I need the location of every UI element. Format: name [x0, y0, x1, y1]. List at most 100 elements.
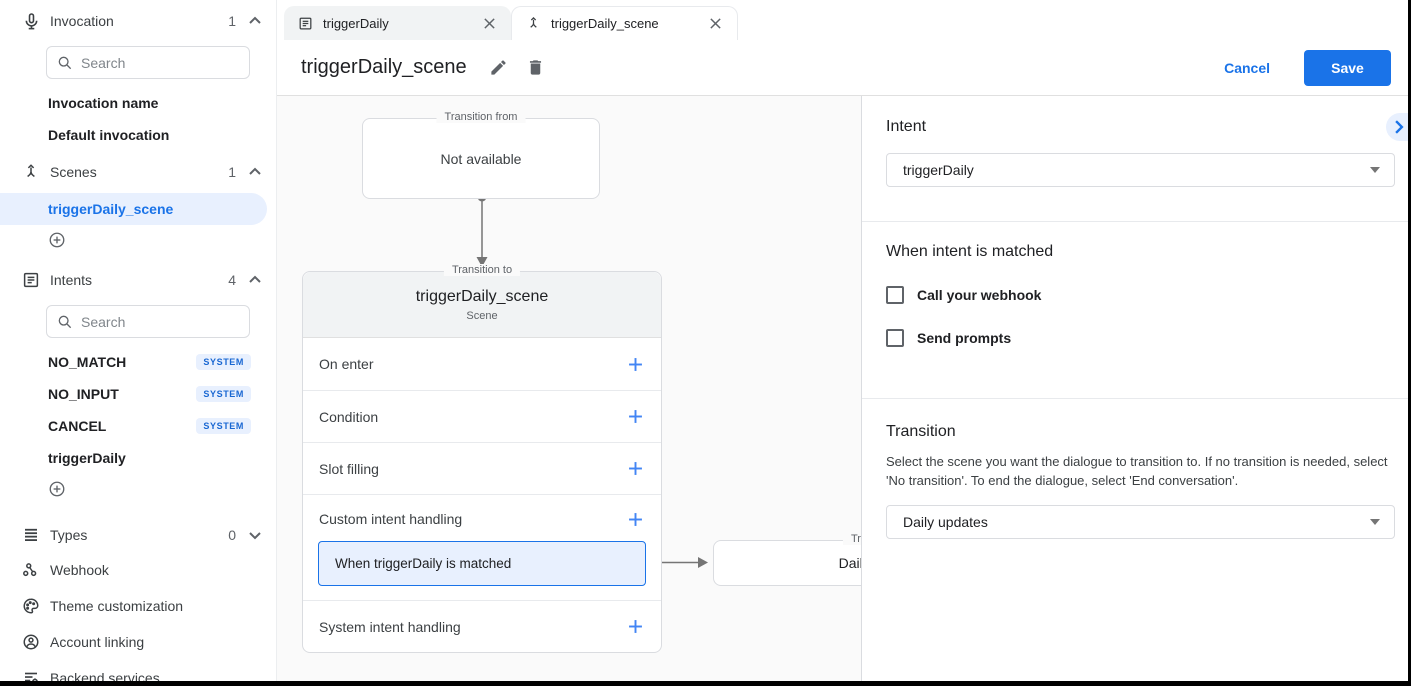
- search-input[interactable]: [81, 54, 239, 71]
- search-icon: [57, 314, 73, 330]
- sidebar-item-invocation-name[interactable]: Invocation name: [48, 95, 159, 111]
- add-circle-icon: [48, 231, 66, 249]
- call-webhook-checkbox-row[interactable]: Call your webhook: [886, 286, 1395, 304]
- tab-triggerdaily-scene[interactable]: triggerDaily_scene: [511, 6, 738, 40]
- scene-card-header[interactable]: triggerDaily_scene Scene: [303, 272, 661, 338]
- intent-handler-chip[interactable]: When triggerDaily is matched: [318, 541, 646, 586]
- close-icon[interactable]: [480, 14, 499, 33]
- scene-section-label: Custom intent handling: [319, 511, 463, 527]
- sidebar-section-intents[interactable]: Intents 4: [0, 265, 276, 295]
- sidebar-section-scenes[interactable]: Scenes 1: [0, 157, 276, 187]
- sidebar-item-intent-cancel[interactable]: CANCEL SYSTEM: [0, 410, 276, 442]
- chevron-up-icon[interactable]: [248, 274, 262, 286]
- workspace: Transition from Not available Transition…: [277, 96, 1411, 686]
- scene-section-system-intent-handling[interactable]: System intent handling: [303, 600, 661, 652]
- intent-icon: [298, 16, 313, 31]
- dropdown-caret-icon: [1370, 519, 1380, 525]
- scene-section-label: Condition: [319, 408, 379, 425]
- section-count: 4: [228, 272, 236, 288]
- scene-section-label: On enter: [319, 356, 374, 372]
- sidebar-item-default-invocation[interactable]: Default invocation: [48, 127, 170, 143]
- edit-pencil-icon[interactable]: [489, 58, 508, 77]
- close-icon[interactable]: [706, 14, 725, 33]
- scene-card[interactable]: Transition to triggerDaily_scene Scene O…: [302, 264, 662, 653]
- divider: [862, 221, 1411, 222]
- sidebar-item-intent-no-match[interactable]: NO_MATCH SYSTEM: [0, 346, 276, 378]
- transition-description: Select the scene you want the dialogue t…: [886, 454, 1388, 488]
- send-prompts-checkbox-row[interactable]: Send prompts: [886, 329, 1395, 347]
- checkbox-unchecked[interactable]: [886, 329, 904, 347]
- chevron-down-icon[interactable]: [248, 529, 262, 541]
- intent-label: NO_INPUT: [48, 386, 119, 402]
- add-condition-icon[interactable]: [628, 409, 643, 424]
- add-slot-filling-icon[interactable]: [628, 461, 643, 476]
- transition-to-legend: Transition to: [443, 264, 521, 276]
- checkbox-label: Send prompts: [917, 330, 1012, 346]
- transition-target-box[interactable]: Transition to Daily updates: [713, 533, 861, 586]
- when-matched-heading: When intent is matched: [886, 243, 1054, 260]
- sidebar-item-account-linking[interactable]: Account linking: [0, 624, 276, 660]
- sidebar-item-theme-customization[interactable]: Theme customization: [0, 588, 276, 624]
- section-count: 0: [228, 527, 236, 543]
- scene-flow-canvas[interactable]: Transition from Not available Transition…: [277, 96, 861, 686]
- add-system-intent-icon[interactable]: [628, 619, 643, 634]
- tab-triggerdaily[interactable]: triggerDaily: [284, 6, 511, 40]
- section-count: 1: [228, 164, 236, 180]
- add-scene-button[interactable]: [0, 225, 276, 255]
- transition-select[interactable]: Daily updates: [886, 505, 1395, 539]
- system-badge: SYSTEM: [196, 354, 251, 370]
- scene-section-condition[interactable]: Condition: [303, 390, 661, 442]
- add-intent-button[interactable]: [0, 474, 276, 504]
- intent-label: NO_MATCH: [48, 354, 127, 370]
- add-custom-intent-icon[interactable]: [628, 512, 643, 527]
- save-button[interactable]: Save: [1304, 49, 1391, 86]
- sidebar-section-invocation[interactable]: Invocation 1: [0, 6, 276, 36]
- sidebar-section-label: Invocation: [50, 13, 114, 29]
- scene-section-on-enter[interactable]: On enter: [303, 338, 661, 390]
- sidebar-item-scene-triggerdaily-scene[interactable]: triggerDaily_scene: [0, 193, 267, 225]
- checkbox-label: Call your webhook: [917, 287, 1042, 303]
- webhook-icon: [20, 561, 42, 579]
- transition-from-box[interactable]: Transition from Not available: [362, 111, 600, 199]
- tab-bar: triggerDaily triggerDaily_scene: [277, 0, 1411, 40]
- sidebar-item-label: Account linking: [50, 634, 145, 650]
- intent-label: CANCEL: [48, 418, 107, 434]
- chevron-up-icon[interactable]: [248, 15, 262, 27]
- invocation-search[interactable]: [46, 46, 250, 79]
- scene-section-label: System intent handling: [319, 618, 461, 635]
- transition-from-value: Not available: [440, 150, 522, 167]
- intents-search[interactable]: [46, 305, 250, 338]
- system-badge: SYSTEM: [196, 386, 251, 402]
- checkbox-unchecked[interactable]: [886, 286, 904, 304]
- collapse-panel-button[interactable]: [1386, 113, 1411, 141]
- tab-label: triggerDaily: [323, 15, 389, 31]
- types-icon: [20, 526, 42, 544]
- intent-label: triggerDaily: [48, 450, 126, 466]
- add-on-enter-icon[interactable]: [628, 357, 643, 372]
- intent-select-value: triggerDaily: [903, 162, 974, 178]
- system-badge: SYSTEM: [196, 418, 251, 434]
- cancel-button[interactable]: Cancel: [1224, 59, 1270, 76]
- scene-section-slot-filling[interactable]: Slot filling: [303, 442, 661, 494]
- sidebar-item-intent-no-input[interactable]: NO_INPUT SYSTEM: [0, 378, 276, 410]
- sidebar-section-types[interactable]: Types 0: [0, 518, 276, 552]
- screenshot-edge: [0, 681, 1411, 686]
- sidebar-section-label: Intents: [50, 272, 93, 288]
- sidebar-item-webhook[interactable]: Webhook: [0, 552, 276, 588]
- sidebar-item-label: Webhook: [50, 562, 109, 578]
- tab-label: triggerDaily_scene: [551, 16, 659, 31]
- custom-intent-handling-row[interactable]: Custom intent handling: [303, 495, 661, 541]
- delete-trash-icon[interactable]: [526, 58, 545, 77]
- transition-select-value: Daily updates: [903, 514, 988, 530]
- transition-heading: Transition: [886, 423, 956, 440]
- sidebar-section-label: Types: [50, 527, 88, 543]
- search-input[interactable]: [81, 313, 239, 330]
- page-title: triggerDaily_scene: [301, 56, 467, 78]
- scene-card-subtitle: Scene: [466, 309, 498, 322]
- chevron-up-icon[interactable]: [248, 166, 262, 178]
- sidebar-section-label: Scenes: [50, 164, 97, 180]
- main-area: triggerDaily triggerDaily_scene triggerD…: [277, 0, 1411, 686]
- sidebar-item-intent-triggerdaily[interactable]: triggerDaily: [0, 442, 276, 474]
- scene-section-custom-intent-handling: Custom intent handling When triggerDaily…: [303, 494, 661, 600]
- intent-select[interactable]: triggerDaily: [886, 153, 1395, 187]
